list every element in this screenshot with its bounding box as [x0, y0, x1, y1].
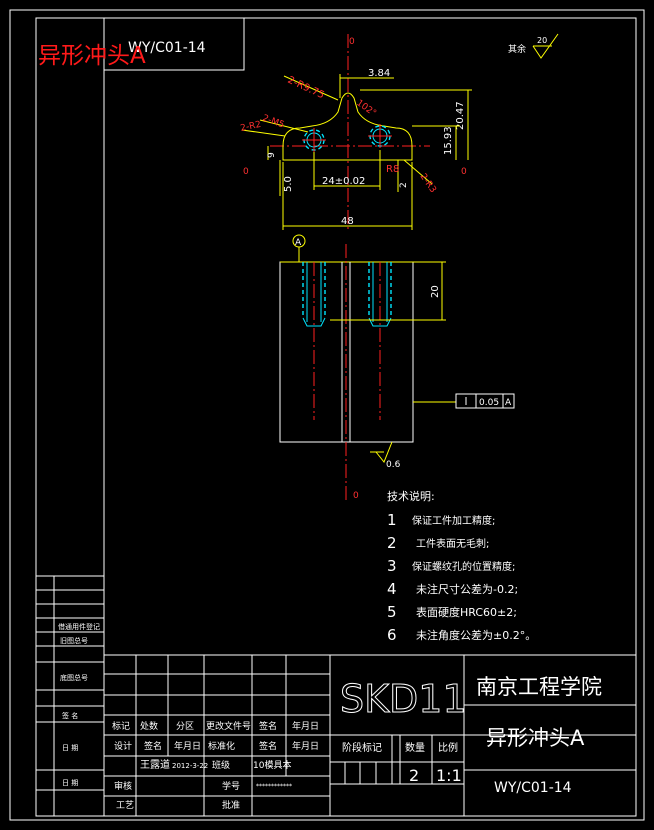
svg-text:5: 5 [387, 603, 397, 621]
punch-profile [282, 92, 413, 161]
svg-text:数量: 数量 [405, 741, 425, 754]
svg-text:2: 2 [399, 182, 409, 188]
svg-text:20: 20 [430, 285, 441, 298]
front-view: A 0 20 0.05 A [279, 234, 515, 501]
roughness-rest: 其余 20 [508, 33, 559, 59]
svg-text:2: 2 [409, 766, 419, 785]
svg-text:日 期: 日 期 [62, 779, 78, 787]
svg-text:签名: 签名 [144, 740, 162, 752]
svg-text:2-R2: 2-R2 [240, 120, 263, 134]
svg-text:年月日: 年月日 [292, 720, 319, 732]
svg-text:2-R3: 2-R3 [418, 172, 438, 195]
svg-text:班级: 班级 [212, 759, 230, 771]
corner-mark [600, 17, 637, 40]
tech-notes: 技术说明: 1 保证工件加工精度; 2 工件表面无毛刺; 3 保证螺纹孔的位置精… [387, 489, 536, 644]
drawing-no-box [103, 17, 245, 71]
svg-text:比例: 比例 [438, 741, 458, 754]
svg-text:审核: 审核 [114, 780, 132, 792]
inner-frame [35, 17, 637, 817]
svg-text:批准: 批准 [222, 799, 240, 811]
svg-text:3: 3 [387, 557, 397, 575]
svg-text:更改文件号: 更改文件号 [206, 720, 251, 732]
material: SKD11 [340, 677, 467, 721]
drawing-no: WY/C01-14 [494, 780, 572, 796]
svg-text:A: A [295, 238, 302, 248]
svg-text:0.05: 0.05 [479, 398, 499, 408]
svg-text:底图总号: 底图总号 [60, 673, 88, 682]
school-name: 南京工程学院 [476, 675, 602, 699]
svg-text:10模具本: 10模具本 [253, 759, 291, 771]
svg-text:阶段标记: 阶段标记 [342, 741, 382, 754]
outer-frame [9, 9, 645, 821]
svg-text:0: 0 [349, 37, 355, 47]
svg-text:签名: 签名 [259, 740, 277, 752]
svg-text:签 名: 签 名 [62, 711, 78, 720]
svg-text:其余: 其余 [508, 43, 526, 55]
svg-text:工件表面无毛刺;: 工件表面无毛刺; [416, 537, 489, 550]
svg-text:2-R9.75: 2-R9.75 [286, 75, 326, 102]
svg-text:48: 48 [341, 216, 354, 227]
svg-text:************: ************ [256, 783, 292, 790]
svg-text:3.84: 3.84 [368, 68, 390, 79]
left-strip: 借通用件登记 旧图总号 底图总号 签 名 日 期 日 期 [36, 575, 104, 816]
svg-text:保证螺纹孔的位置精度;: 保证螺纹孔的位置精度; [412, 560, 515, 573]
svg-text:王露道: 王露道 [140, 758, 170, 771]
svg-text:日 期: 日 期 [62, 744, 78, 752]
top-view: 0 3.84 2-R9.75 102° 2-M5 2-R2 20.47 15.9… [240, 34, 472, 232]
svg-text:20: 20 [537, 36, 547, 45]
svg-text:分区: 分区 [176, 721, 194, 732]
title-block: SKD11 南京工程学院 异形冲头A WY/C01-14 标记 处数 分区 更改… [104, 654, 636, 816]
svg-text:0: 0 [353, 491, 359, 501]
svg-text:标准化: 标准化 [208, 740, 235, 752]
svg-text:旧图总号: 旧图总号 [60, 636, 88, 645]
svg-text:24±0.02: 24±0.02 [322, 176, 365, 187]
svg-text:表面硬度HRC60±2;: 表面硬度HRC60±2; [416, 605, 517, 619]
drawing-no-top: WY/C01-14 [128, 40, 206, 56]
svg-text:1:1: 1:1 [436, 766, 462, 785]
svg-text:102°: 102° [354, 98, 378, 119]
part-name: 异形冲头A [486, 726, 585, 750]
svg-text:15.93: 15.93 [443, 126, 454, 155]
svg-text:年月日: 年月日 [292, 740, 319, 752]
svg-text:保证工件加工精度;: 保证工件加工精度; [412, 514, 495, 527]
svg-text:6: 6 [387, 626, 397, 644]
svg-text:未注角度公差为±0.2°。: 未注角度公差为±0.2°。 [416, 628, 536, 642]
svg-text:0.6: 0.6 [386, 460, 401, 470]
svg-text:4: 4 [387, 580, 397, 598]
svg-text:借通用件登记: 借通用件登记 [58, 622, 100, 631]
part-name-red-stamp: 异形冲头A [38, 43, 146, 69]
svg-text:年月日: 年月日 [174, 740, 201, 752]
svg-text:处数: 处数 [140, 720, 158, 732]
svg-text:0: 0 [243, 167, 249, 177]
svg-text:设计: 设计 [114, 740, 132, 752]
svg-text:2012-3-22: 2012-3-22 [172, 762, 208, 770]
svg-text:1: 1 [387, 511, 397, 529]
svg-text:签名: 签名 [259, 720, 277, 732]
svg-text:学号: 学号 [222, 780, 240, 792]
svg-text:标记: 标记 [112, 720, 130, 732]
svg-text:0: 0 [461, 167, 467, 177]
svg-text:R8: R8 [386, 164, 399, 175]
svg-text:2: 2 [387, 534, 397, 552]
svg-text:A: A [505, 398, 512, 408]
svg-text:9: 9 [267, 152, 277, 158]
svg-text:工艺: 工艺 [116, 800, 134, 811]
svg-text:20.47: 20.47 [455, 101, 466, 130]
svg-text:技术说明:: 技术说明: [387, 489, 435, 503]
svg-text:5.0: 5.0 [283, 176, 294, 192]
svg-text:未注尺寸公差为-0.2;: 未注尺寸公差为-0.2; [416, 582, 518, 596]
svg-text:2-M5: 2-M5 [261, 113, 286, 130]
